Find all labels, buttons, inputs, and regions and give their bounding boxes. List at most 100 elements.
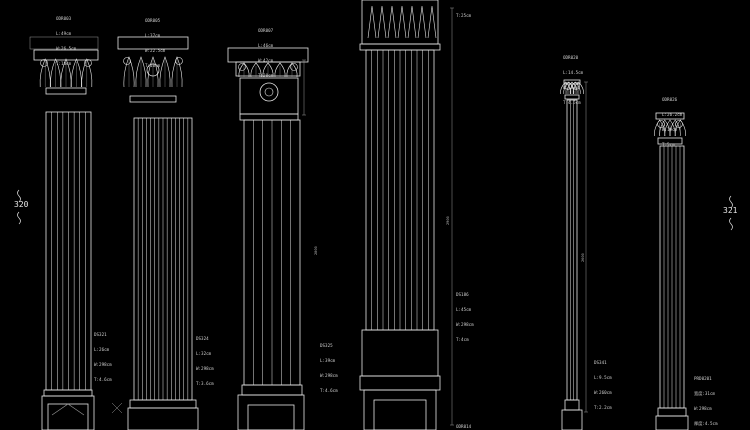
c3-capital-leaf <box>274 62 286 78</box>
c2-capital-neck <box>129 95 177 103</box>
c5-capital-leaf <box>566 81 578 95</box>
c1-abacus <box>33 49 99 61</box>
c2-capital-leaf <box>147 56 159 88</box>
c2-shaft-code: DS324 <box>196 336 209 341</box>
c6-capital-leaf <box>674 119 686 137</box>
c5-pedestal <box>561 409 583 430</box>
c4-lower-shaft-band <box>361 329 439 377</box>
c5-abacus <box>563 79 581 85</box>
c4-shaft-label: DS186 L:45cm W:298cm T:4cm <box>456 282 474 352</box>
c1-cap-w: W:26.5cm <box>56 46 77 51</box>
c3-shaft-label: DS325 L:39cm W:298cm T:4.6cm <box>320 333 338 403</box>
c5-vertical-dim: 2600 <box>581 253 585 262</box>
c4-capital-leaf <box>417 5 427 39</box>
c1-pedestal <box>41 395 95 430</box>
c2-cap-t: T:10cm <box>145 63 161 68</box>
c5-shaft-label: DS341 L:9.5cm W:260cm T:2.2cm <box>594 350 612 420</box>
c2-capital-volute-left <box>123 57 131 65</box>
c3-capital-leaf <box>286 62 298 78</box>
c5-capital-volute-left <box>564 82 572 90</box>
c5-capital-volute-right <box>572 82 580 90</box>
c5-shaft-code: DS341 <box>594 360 607 365</box>
c3-cap-t: T:20cm <box>258 73 274 78</box>
c4-pedestal-panel <box>373 399 427 430</box>
c6-abacus <box>655 112 685 120</box>
c6-cap-t: T:5cm <box>662 142 675 147</box>
c2-shaft-w: W:298cm <box>196 366 214 371</box>
c4-capital-leaf <box>377 5 387 39</box>
c1-pedestal-ornament <box>51 403 85 416</box>
c3-capital-leaf <box>262 62 274 78</box>
c6-capital-leaf <box>659 119 671 137</box>
c3-cap-code: ODR007 <box>258 28 274 33</box>
c3-shaft-t: T:4.6cm <box>320 388 338 393</box>
c4-base-label: ODR014 <box>456 424 472 429</box>
c5-shaft <box>566 99 578 401</box>
c2-capital-leaf <box>171 56 183 88</box>
c1-pedestal-panel <box>47 403 89 430</box>
c2-capital-leaf <box>135 56 147 88</box>
c3-base-molding <box>241 384 303 396</box>
c5-cap-code: ODR020 <box>563 55 579 60</box>
right-height-dimension: 321 <box>723 206 738 215</box>
c1-base-molding <box>43 389 93 397</box>
c2-cap-code: ODR005 <box>145 18 161 23</box>
c2-capital-rosette <box>146 63 160 77</box>
c2-pedestal <box>127 407 199 430</box>
c3-shaft-l: L:39cm <box>320 358 336 363</box>
c5-capital-leaf <box>572 81 584 95</box>
c4-shaft-code: DS186 <box>456 292 469 297</box>
c4-cap-t: T:25cm <box>456 13 472 18</box>
c6-cap-code: ODR026 <box>662 97 678 102</box>
c3-capital-neck <box>239 113 299 121</box>
c1-cap-l: L:49cm <box>56 31 72 36</box>
c3-cap-l: L:46cm <box>258 43 274 48</box>
c5-cap-l: L:14.5cm <box>563 70 584 75</box>
c1-capital-volute-left <box>40 59 48 67</box>
right-dimension-break <box>729 195 733 209</box>
c5-cap-w: W:13cm <box>563 85 579 90</box>
c5-base-molding <box>564 399 580 411</box>
c2-capital-label: ODR005 L:37cm W:22.5cm T:10cm <box>145 8 165 78</box>
c5-capital-leaf <box>569 81 581 95</box>
c1-capital-leaf <box>81 58 93 88</box>
c4-capital-leaf <box>367 5 377 39</box>
c1-shaft-label: DS321 L:26cm W:298cm T:4.6cm <box>94 322 112 392</box>
c6-pedestal <box>655 415 689 430</box>
c1-capital-leaf <box>39 58 51 88</box>
c4-capital-leaf <box>407 5 417 39</box>
c2-capital-volute-right <box>175 57 183 65</box>
c1-cap-t: T:10cm <box>56 61 72 66</box>
c3-cap-w: W:42cm <box>258 58 274 63</box>
c6-shaft-t: 厚度:4.5cm <box>694 421 718 426</box>
c3-capital-volute-left <box>238 63 246 71</box>
c6-shaft-code: PRD0201 <box>694 376 712 381</box>
c3-pedestal-panel <box>247 404 295 430</box>
c3-pedestal <box>237 394 305 430</box>
c2-base-molding <box>129 399 197 409</box>
c3-capital-rosette <box>259 82 279 102</box>
c6-shaft-l: 宽度:31cm <box>694 391 715 396</box>
c5-capital-leaf <box>563 81 575 95</box>
c4-capital-leaf <box>427 5 437 39</box>
c5-shaft-t: T:2.2cm <box>594 405 612 410</box>
c2-cap-l: L:37cm <box>145 33 161 38</box>
c1-shaft-t: T:4.6cm <box>94 377 112 382</box>
c5-capital-label: ODR020 L:14.5cm W:13cm T:4.5cm <box>563 45 583 115</box>
c4-capital-neck <box>359 43 441 51</box>
c2-shaft-t: T:3.6cm <box>196 381 214 386</box>
c1-capital-neck <box>45 87 87 95</box>
c2-cap-w: W:22.5cm <box>145 48 166 53</box>
c3-capital-label: ODR007 L:46cm W:42cm T:20cm <box>258 18 273 88</box>
c3-shaft-code: DS325 <box>320 343 333 348</box>
c6-shaft-w: W:298cm <box>694 406 712 411</box>
c3-capital-volute-right <box>290 63 298 71</box>
c4-base-molding <box>359 375 441 391</box>
c2-marker-line <box>111 402 123 414</box>
c4-pedestal <box>363 389 437 430</box>
c6-shaft-label: PRD0201 宽度:31cm W:298cm 厚度:4.5cm <box>694 366 718 430</box>
c5-shaft-l: L:9.5cm <box>594 375 612 380</box>
c2-capital-leaf <box>159 56 171 88</box>
